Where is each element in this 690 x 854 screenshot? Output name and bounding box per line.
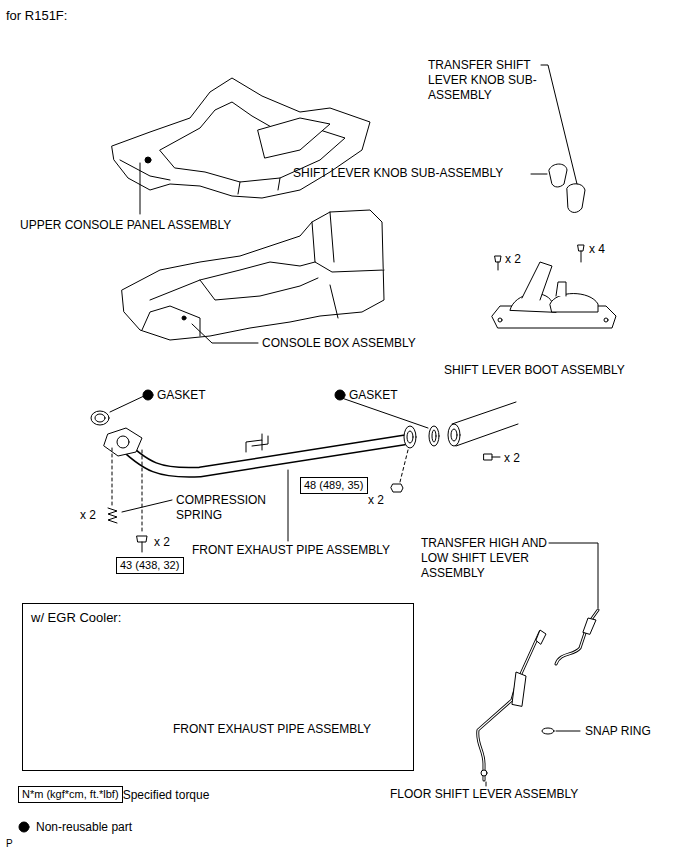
part-label: GASKET	[349, 388, 398, 403]
part-label: for R151F:	[6, 8, 67, 23]
part-label: GASKET	[157, 388, 206, 403]
part-label: FRONT EXHAUST PIPE ASSEMBLY	[192, 543, 390, 558]
leader-line	[486, 782, 487, 786]
fasteners	[108, 448, 408, 552]
part-label: UPPER CONSOLE PANEL ASSEMBLY	[20, 218, 231, 233]
leader-line	[110, 396, 144, 412]
part-label: x 4	[589, 242, 605, 257]
leader-line	[556, 731, 580, 732]
part-label: SHIFT LEVER KNOB SUB-ASSEMBLY	[293, 166, 503, 181]
part-label: x 2	[80, 508, 96, 523]
legend-text: : Specified torque	[116, 788, 209, 803]
non-reusable-mark	[335, 390, 345, 400]
part-label: TRANSFER SHIFT LEVER KNOB SUB-ASSEMBLY	[428, 58, 540, 103]
part-label: x 2	[368, 493, 384, 508]
variant-heading: w/ EGR Cooler:	[31, 610, 121, 625]
legend-dot-sample	[19, 822, 29, 832]
part-label: TRANSFER HIGH AND LOW SHIFT LEVER ASSEMB…	[421, 536, 549, 581]
leader-line	[192, 324, 258, 343]
torque-value: N*m (kgf*cm, ft.*lbf)	[22, 788, 119, 801]
torque-value: 48 (489, 35)	[304, 479, 364, 492]
part-label: SHIFT LEVER BOOT ASSEMBLY	[444, 363, 625, 378]
non-reusable-mark	[143, 390, 153, 400]
part-label: x 2	[505, 252, 521, 267]
part-label: x 2	[504, 451, 520, 466]
leader-line	[288, 470, 289, 541]
front-exhaust-pipe	[91, 411, 439, 472]
part-label: FRONT EXHAUST PIPE ASSEMBLY	[173, 722, 371, 737]
legend-text: Non-reusable part	[36, 820, 132, 835]
torque-box: 43 (438, 32)	[116, 557, 184, 574]
leader-line	[541, 65, 577, 184]
legend-torque-box: N*m (kgf*cm, ft.*lbf)	[18, 786, 123, 803]
torque-box: 48 (489, 35)	[300, 477, 368, 494]
torque-value: 43 (438, 32)	[120, 559, 180, 572]
shift-lever-boot	[492, 245, 616, 328]
part-label: FLOOR SHIFT LEVER ASSEMBLY	[390, 787, 578, 802]
part-label: x 2	[154, 535, 170, 550]
part-label: CONSOLE BOX ASSEMBLY	[262, 336, 416, 351]
shift-knobs	[549, 164, 585, 213]
leader-line	[140, 163, 141, 214]
leader-line	[122, 500, 172, 512]
variant-box: w/ EGR Cooler: FRONT EXHAUST PIPE ASSEMBL…	[22, 603, 414, 771]
part-label: SNAP RING	[585, 724, 651, 739]
part-label: P	[6, 836, 13, 851]
leader-line	[531, 174, 547, 175]
shift-levers	[478, 610, 598, 780]
part-label: COMPRESSION SPRING	[176, 493, 276, 523]
leader-line	[549, 543, 598, 608]
